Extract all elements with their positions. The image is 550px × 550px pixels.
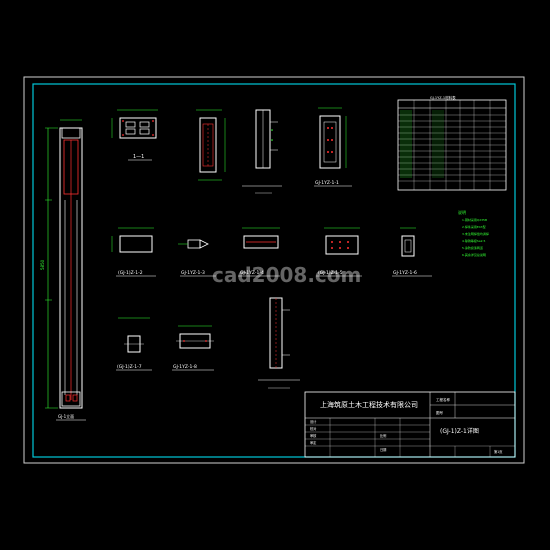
section-label-gj-1-z-1-5: (GJ-1)Z-1-5 [318,270,343,276]
note-3: 3.未注明焊缝均满焊 [462,231,489,236]
section-gj-1yz-1-8: GJ-1YZ-1-8 [172,325,214,371]
date-label: 日期 [380,447,386,452]
checker-label: 校对 [310,426,317,431]
note-6: 6.其余详见总说明 [462,252,486,257]
reviewer-label: 审核 [310,433,317,438]
material-table-title: GJ-1YZ-1材料表 [430,95,456,100]
designer-label: 设计 [310,419,317,424]
notes: 说明 1.钢材采用Q235B 2.焊条采用E43型 3.未注明焊缝均满焊 4.除… [458,209,489,257]
material-table: GJ-1YZ-1材料表 [397,95,507,191]
page-label: 第1页 [494,449,502,454]
section-label-gj-1-z-1-2: (GJ-1)Z-1-2 [118,270,143,276]
section-gj-1-z-1-7: (GJ-1)Z-1-7 [116,317,152,371]
section-gj-1yz-1-3: GJ-1YZ-1-3 [178,239,216,277]
scale-label: 比例 [380,433,386,438]
outer-frame [23,76,525,464]
notes-title: 说明 [458,209,466,215]
section-label-gj-1-z-1-7: (GJ-1)Z-1-7 [117,364,142,370]
section-gj-1yz-1-4: GJ-1YZ-1-4 [238,227,280,277]
note-5: 5.涂防腐漆两道 [462,245,483,250]
note-1: 1.钢材采用Q235B [462,217,487,222]
approver-label: 审定 [310,440,317,445]
section-gj-1yz-1-6: GJ-1YZ-1-6 [392,227,432,277]
drawing-name: (GJ-1)Z-1详图 [440,427,479,435]
section-detail-beam [258,297,300,389]
section-detail-3 [242,109,282,194]
section-label-gj-1yz-1-3: GJ-1YZ-1-3 [181,270,205,276]
column-dimension: 5850 [40,259,45,270]
title-block: 上海筑原土木工程技术有限公司 工程名称 图号 (GJ-1)Z-1详图 设计 校对… [304,391,516,458]
section-label-gj-1yz-1-8: GJ-1YZ-1-8 [173,364,197,370]
column-elevation: 5850 GJ-1立面 [40,119,86,421]
project-label: 工程名称 [436,397,450,402]
section-gj-1yz-1-1: GJ-1YZ-1-1 [314,107,352,187]
sheet-no-label: 图号 [436,410,444,415]
section-label-gj-1yz-1-6: GJ-1YZ-1-6 [393,270,417,276]
watermark: cad2008.com [212,263,361,287]
section-label-1-1: 1—1 [133,154,144,160]
inner-frame [32,83,516,458]
section-gj-1-z-1-2: (GJ-1)Z-1-2 [111,227,156,277]
section-1-1: 1—1 [111,109,158,161]
section-gj-1-z-1-5: (GJ-1)Z-1-5 [316,227,362,277]
section-label-gj-1yz-1-4: GJ-1YZ-1-4 [240,270,264,276]
note-2: 2.焊条采用E43型 [462,224,486,229]
company-name: 上海筑原土木工程技术有限公司 [320,400,418,409]
note-4: 4.除锈等级Sa2.5 [462,238,485,243]
column-caption: GJ-1立面 [58,413,74,419]
section-label-gj-1yz-1-1: GJ-1YZ-1-1 [315,180,339,186]
section-detail-2 [196,109,226,181]
